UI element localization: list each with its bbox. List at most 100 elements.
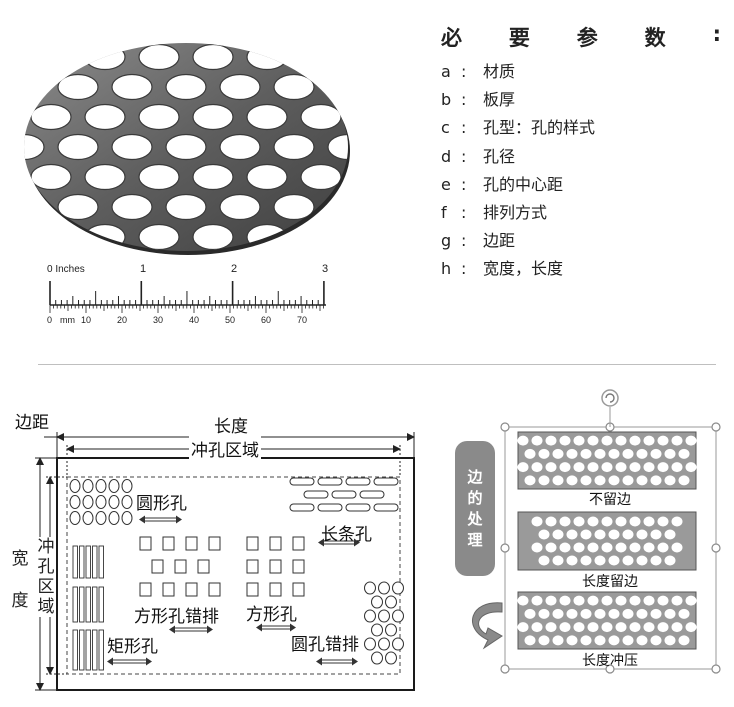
- round-hole: [82, 479, 94, 493]
- slot-hole: [317, 477, 343, 486]
- panel-hole: [594, 448, 606, 459]
- double-arrow-head: [139, 515, 145, 524]
- round-stagger-hole: [364, 581, 376, 595]
- panel-hole: [566, 529, 578, 540]
- ruler-mm-label-0: 0: [47, 315, 52, 325]
- margin-label: 边距: [15, 413, 49, 433]
- section-divider: [38, 364, 716, 365]
- panel-hole: [559, 595, 571, 606]
- disc-hole: [300, 103, 342, 131]
- rect-hole: [79, 586, 85, 623]
- panel-hole: [685, 622, 697, 633]
- disc-hole: [165, 133, 207, 161]
- resize-handle-icon: [711, 664, 721, 674]
- round-hole: [108, 511, 120, 525]
- round-hole: [121, 479, 133, 493]
- panel-hole: [671, 462, 683, 473]
- panel-hole: [657, 542, 669, 553]
- rect-hole-label: 矩形孔: [107, 637, 158, 657]
- ruler-inch-label-0: 0 Inches: [47, 264, 85, 275]
- curved-arrow-icon: [471, 602, 503, 650]
- panel-hole: [671, 622, 683, 633]
- double-arrow-head: [146, 657, 152, 666]
- panel-hole: [538, 529, 550, 540]
- double-arrow-head: [316, 657, 322, 666]
- panel-hole: [650, 529, 662, 540]
- panel-hole: [573, 462, 585, 473]
- panel-hole: [650, 448, 662, 459]
- panel-hole: [629, 622, 641, 633]
- square-hole: [246, 536, 259, 551]
- panel-hole: [531, 516, 543, 527]
- square-hole: [185, 536, 198, 551]
- panel-hole: [650, 608, 662, 619]
- round-stagger-hole: [378, 609, 390, 623]
- panel-hole: [629, 462, 641, 473]
- panel-hole: [538, 448, 550, 459]
- double-arrow-icon: [318, 538, 360, 547]
- panel-hole: [517, 622, 529, 633]
- round-hole: [82, 495, 94, 509]
- ruler-mm-label-50: 50: [225, 315, 235, 325]
- ruler-mm-label-30: 30: [153, 315, 163, 325]
- panel-hole: [552, 608, 564, 619]
- panel-hole: [538, 635, 550, 646]
- disc-hole: [84, 103, 126, 131]
- panel-hole: [636, 475, 648, 486]
- measurement-ruler: 0 Inches 1 2 3 0 mm 10 20 30 40 50 60 70: [47, 263, 328, 325]
- double-arrow-head: [207, 625, 213, 634]
- panel-hole: [636, 608, 648, 619]
- double-arrow-icon: [316, 657, 358, 666]
- rect-hole: [85, 629, 91, 671]
- panel-hole: [559, 435, 571, 446]
- panel-hole: [664, 635, 676, 646]
- square-hole: [246, 559, 259, 574]
- resize-handle-icon: [500, 543, 510, 553]
- panel-hole: [545, 622, 557, 633]
- square-hole: [246, 582, 259, 597]
- panel-hole: [643, 516, 655, 527]
- edge-treatment-tab: 边 的 处 理: [455, 441, 495, 576]
- panel-hole: [643, 435, 655, 446]
- panel-hole: [671, 435, 683, 446]
- panel-hole: [629, 516, 641, 527]
- round-stagger-hole: [371, 623, 383, 637]
- panel-hole: [643, 595, 655, 606]
- params-heading-char: 数: [644, 26, 666, 50]
- panel-hole: [601, 542, 613, 553]
- disc-hole: [327, 133, 348, 161]
- round-hole: [69, 495, 81, 509]
- panel-hole: [517, 435, 529, 446]
- round-stagger-hole: [364, 637, 376, 651]
- panel-hole: [580, 635, 592, 646]
- disc-hole: [111, 193, 153, 221]
- panel-hole: [650, 555, 662, 566]
- panel-hole: [594, 529, 606, 540]
- double-arrow-head: [169, 625, 175, 634]
- caption-length-edge: 长度留边: [582, 574, 638, 590]
- panel-hole: [622, 529, 634, 540]
- square-hole: [151, 559, 164, 574]
- rect-hole: [92, 545, 98, 579]
- double-arrow-head: [318, 538, 324, 547]
- panel-hole: [622, 555, 634, 566]
- panel-hole: [594, 608, 606, 619]
- panel-hole: [552, 555, 564, 566]
- double-arrow-head: [290, 623, 296, 632]
- double-arrow-head: [176, 515, 182, 524]
- resize-handle-icon: [711, 422, 721, 432]
- panel-hole: [531, 622, 543, 633]
- disc-hole: [219, 193, 261, 221]
- ruler-mm-label-70: 70: [297, 315, 307, 325]
- disc-hole: [138, 163, 180, 191]
- disc-hole: [300, 163, 342, 191]
- panel-hole: [657, 516, 669, 527]
- round-hole: [69, 511, 81, 525]
- slot-hole: [289, 477, 315, 486]
- panel-hole: [671, 595, 683, 606]
- panel-hole: [615, 516, 627, 527]
- panel-hole: [629, 542, 641, 553]
- panel-hole: [552, 475, 564, 486]
- panel-hole: [517, 462, 529, 473]
- disc-hole: [30, 103, 72, 131]
